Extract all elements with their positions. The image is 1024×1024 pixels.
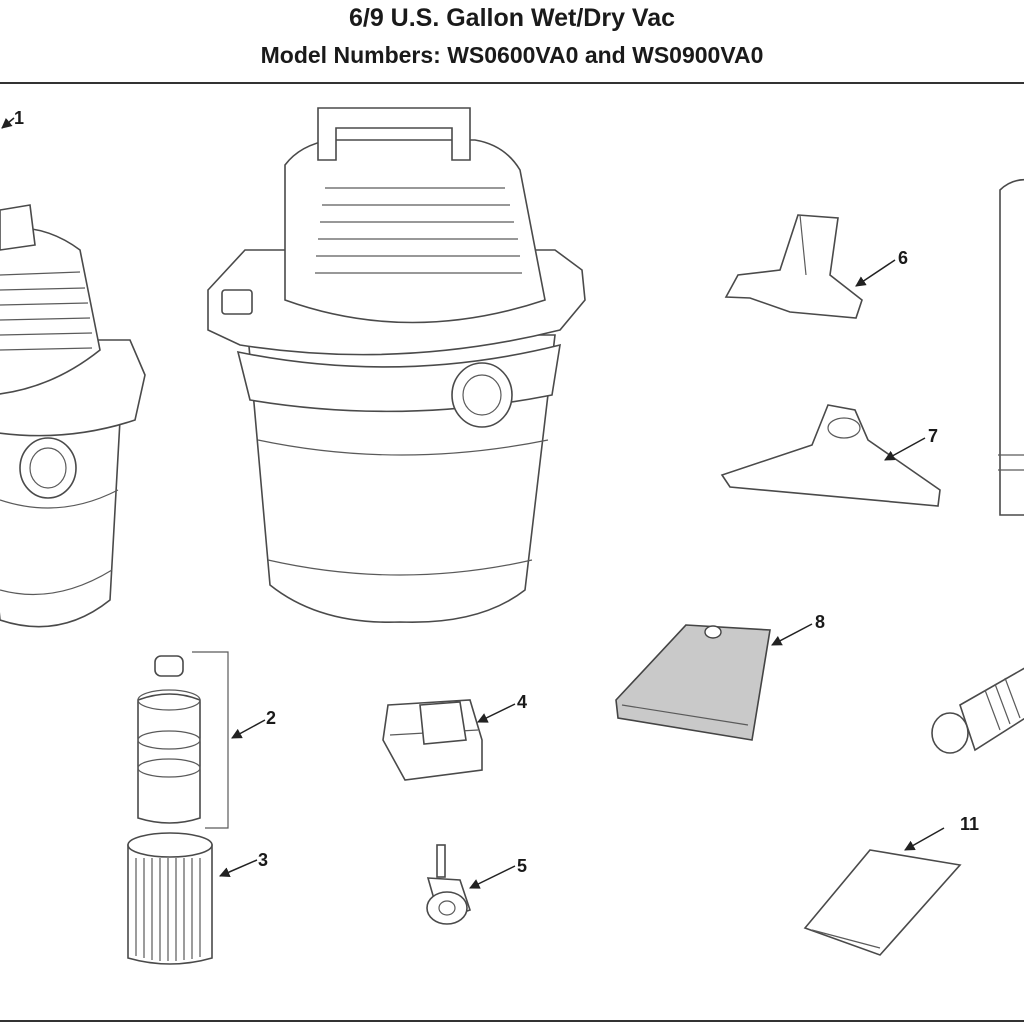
wet-dry-vac-9-gallon xyxy=(207,107,586,624)
hose-connector xyxy=(931,667,1024,754)
accessory-holder xyxy=(382,699,483,781)
extension-wand xyxy=(998,178,1024,516)
callout-8: 8 xyxy=(815,612,826,632)
leader-lines xyxy=(1,117,945,889)
callout-11: 11 xyxy=(960,814,980,834)
wet-dry-vac-6-gallon xyxy=(0,204,146,628)
floor-nozzle xyxy=(720,404,941,507)
callout-7: 7 xyxy=(928,426,939,446)
model-numbers: Model Numbers: WS0600VA0 and WS0900VA0 xyxy=(260,42,764,68)
owners-manual xyxy=(803,849,962,956)
callout-1: 1 xyxy=(14,108,25,128)
diagram-frame xyxy=(0,82,1024,1022)
callout-4: 4 xyxy=(517,692,528,712)
callout-2: 2 xyxy=(266,708,277,728)
callout-6: 6 xyxy=(898,248,909,268)
caster-wheel xyxy=(426,844,472,925)
utility-nozzle xyxy=(724,214,863,319)
pleated-filter xyxy=(127,832,213,965)
diagram-header: 6/9 U.S. Gallon Wet/Dry Vac Model Number… xyxy=(0,0,1024,80)
callout-3: 3 xyxy=(258,850,269,870)
callout-5: 5 xyxy=(517,856,528,876)
dust-bag xyxy=(615,624,771,741)
filter-cage-assembly xyxy=(137,651,229,829)
diagram-title: 6/9 U.S. Gallon Wet/Dry Vac xyxy=(348,4,676,32)
